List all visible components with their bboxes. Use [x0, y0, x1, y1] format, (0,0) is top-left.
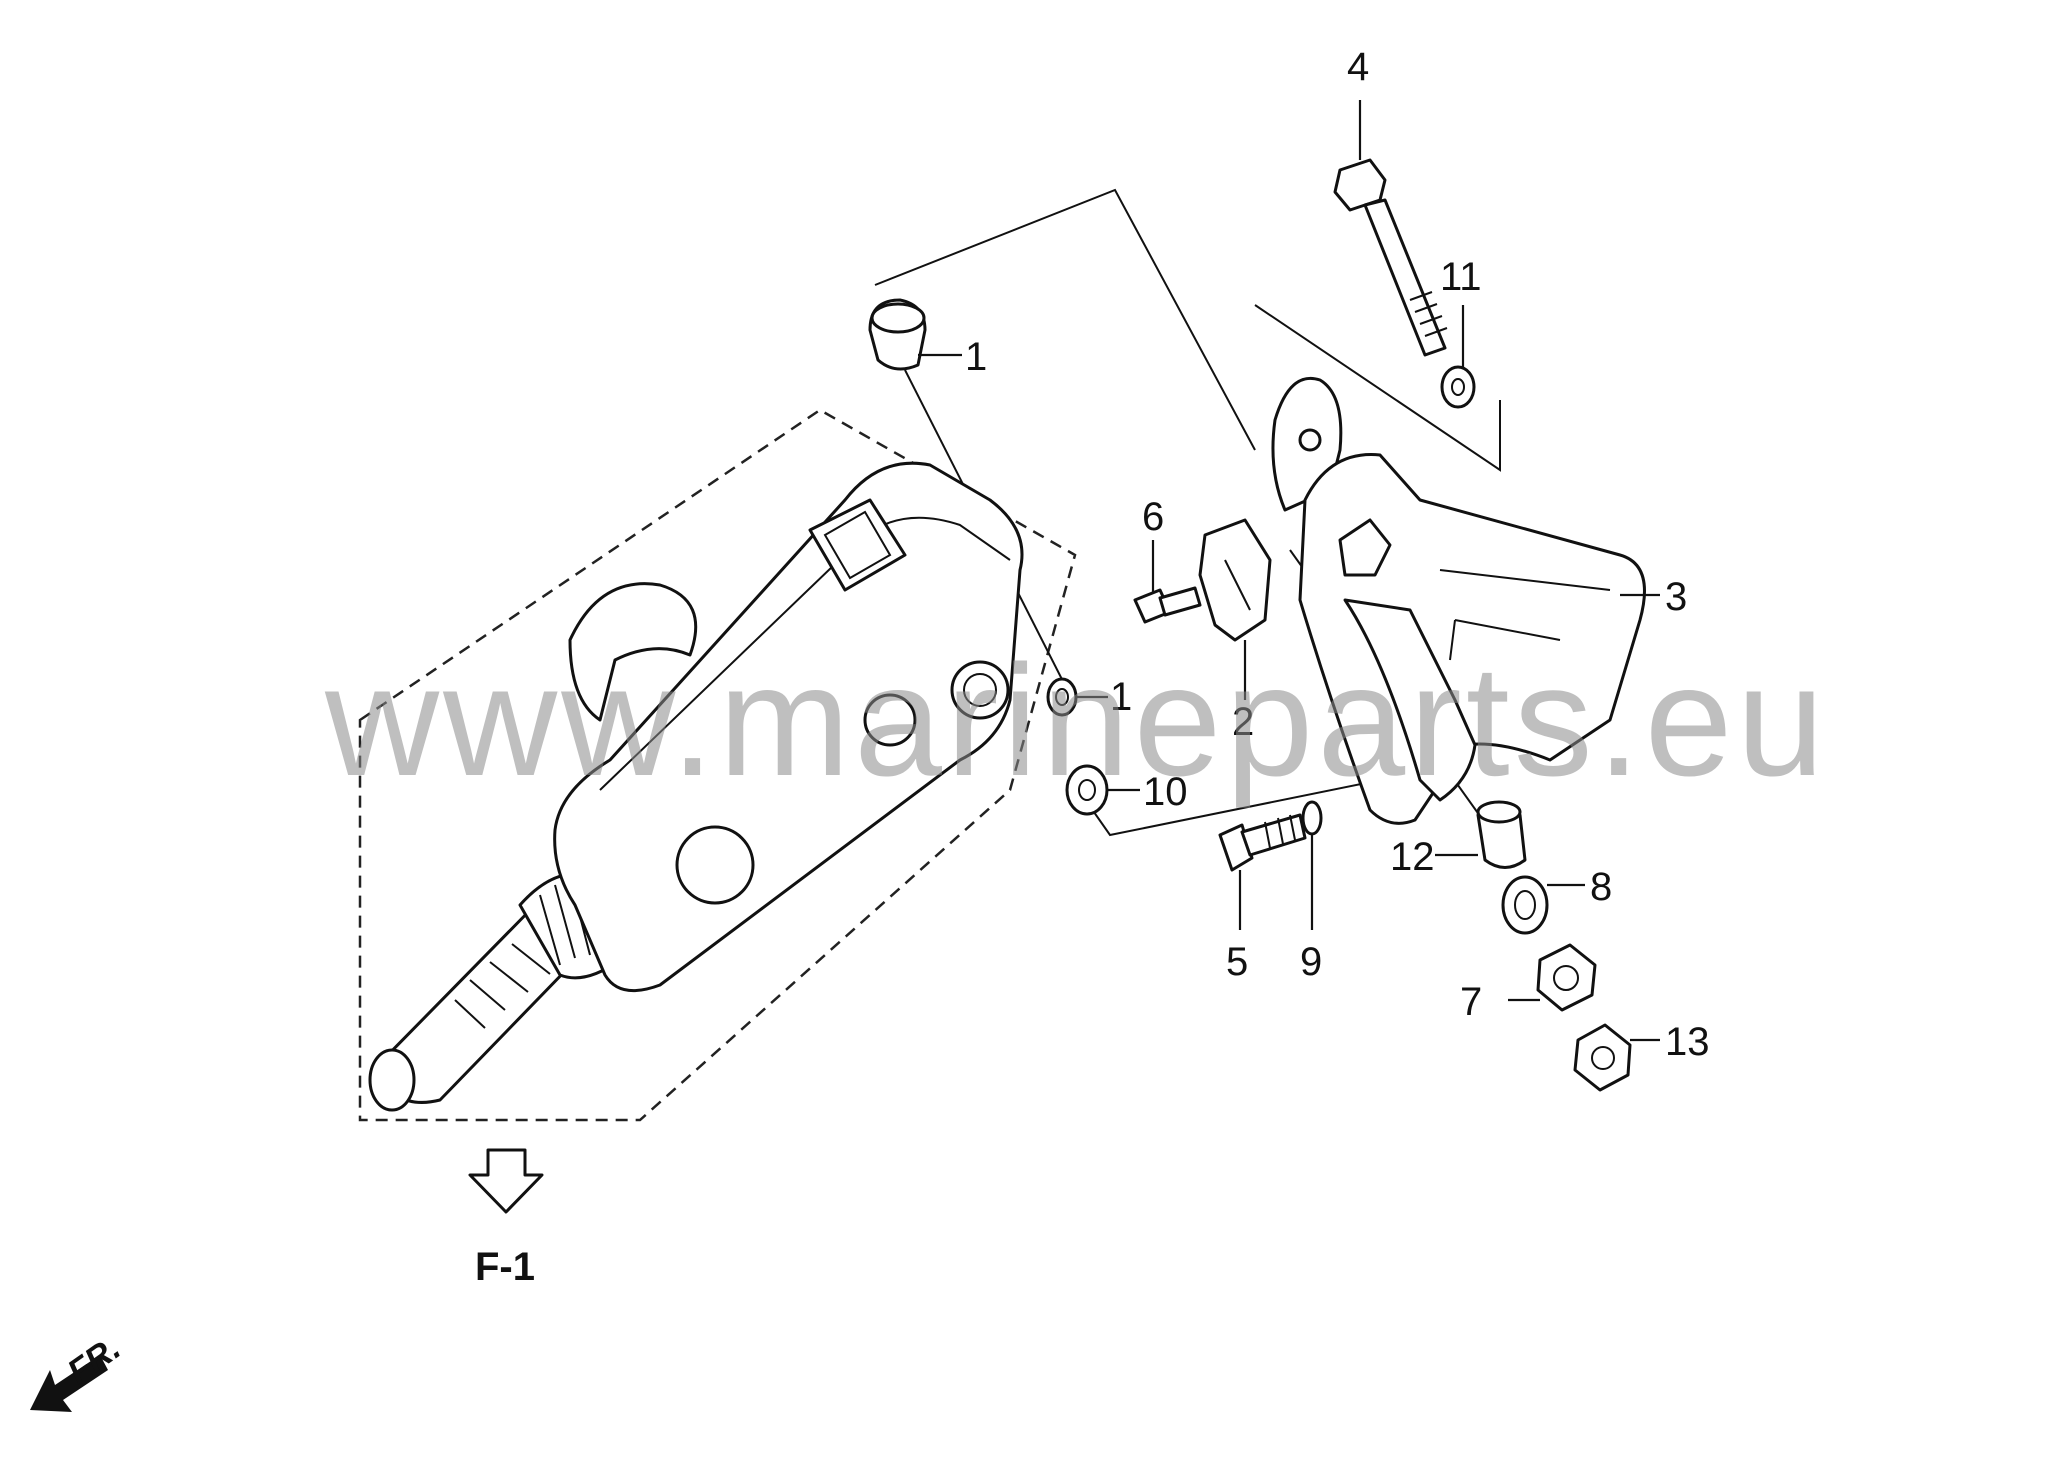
collar-bushing-top — [868, 298, 927, 371]
callout-1-lower: 1 — [1110, 675, 1132, 719]
tiller-housing — [553, 461, 1024, 993]
callout-2: 2 — [1232, 700, 1254, 744]
housing-hole-right — [950, 660, 1010, 720]
front-indicator: FR. — [30, 1329, 127, 1412]
nut-13 — [1573, 1023, 1632, 1092]
bushing-12 — [1476, 800, 1527, 869]
callout-1-top: 1 — [965, 335, 987, 379]
grip-end-cap — [368, 1048, 416, 1112]
collar-splines — [539, 875, 604, 966]
callout-7: 7 — [1460, 980, 1482, 1024]
assembly-dashed-boundary — [358, 408, 1077, 1122]
assembly-line-top — [874, 188, 1256, 451]
callout-8: 8 — [1590, 865, 1612, 909]
callout-5: 5 — [1226, 940, 1248, 984]
watermark: www.marineparts.eu — [324, 633, 1828, 809]
bracket-lower-arm — [1343, 598, 1477, 802]
front-arrow-icon — [30, 1355, 108, 1412]
callout-4: 4 — [1347, 45, 1369, 89]
bracket-inner-edge — [1439, 569, 1611, 661]
bolt-5 — [1218, 813, 1307, 872]
bracket-hex-socket — [1338, 518, 1392, 577]
screw-6 — [1133, 586, 1202, 624]
reference-f1[interactable]: F-1 — [468, 1148, 544, 1289]
callouts: 1 1 2 3 4 5 6 7 8 9 10 11 12 13 — [965, 45, 1710, 1064]
grip-ridges — [454, 925, 573, 1029]
washer-8 — [1501, 875, 1549, 935]
callout-9: 9 — [1300, 940, 1322, 984]
housing-hole-right-inner — [963, 673, 997, 707]
housing-hole-mid — [863, 693, 917, 747]
nut-7 — [1536, 943, 1597, 1012]
bolt-4-thread — [1409, 291, 1448, 337]
stop-switch-detail — [823, 510, 892, 580]
bolt-4 — [1333, 158, 1448, 357]
callout-12: 12 — [1390, 835, 1435, 879]
throttle-lever — [568, 582, 698, 722]
bolt-4-shank — [1363, 198, 1447, 357]
callout-10: 10 — [1143, 770, 1188, 814]
tiller-handle — [368, 461, 1024, 1112]
callout-6: 6 — [1142, 495, 1164, 539]
callout-13: 13 — [1665, 1020, 1710, 1064]
tiller-bracket — [1271, 377, 1646, 825]
friction-plate-2 — [1198, 518, 1272, 642]
stop-switch-panel — [808, 498, 907, 592]
leader-lines — [918, 100, 1660, 1042]
callout-11: 11 — [1440, 255, 1482, 299]
bracket-pivot-hole — [1298, 428, 1322, 452]
washer-11 — [1440, 365, 1476, 409]
reference-arrow-icon — [468, 1148, 544, 1214]
assembly-line-bolt-bracket — [1254, 304, 1501, 472]
housing-hole-left — [675, 825, 755, 905]
reference-label: F-1 — [475, 1245, 535, 1289]
callout-3: 3 — [1665, 575, 1687, 619]
